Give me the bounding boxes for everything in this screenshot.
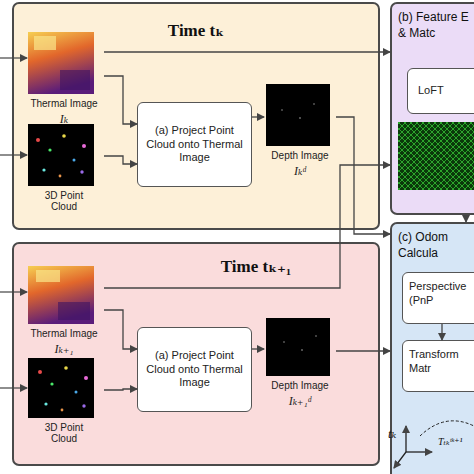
panel-title: Time tₖ₊₁ [134, 256, 378, 277]
panel-title: (b) Feature E & Matc [398, 10, 474, 41]
image-node: 3D Point Cloud [24, 124, 104, 224]
process-box: LoFT [407, 68, 474, 114]
image-symbol: Iₖ₊₁ [24, 342, 104, 357]
image-node: Thermal ImageIₖ₊₁ [24, 266, 104, 364]
box-text: Transform Matr [409, 347, 473, 376]
box-text: LoFT [418, 83, 474, 97]
panel-title: (c) Odom Calcula [398, 230, 474, 261]
stage-panel: (b) Feature E & MatcLoFT [390, 2, 474, 215]
stage-panel: Time tₖ₊₁ Thermal ImageIₖ₊₁ 3D Point Cloud… [12, 242, 380, 466]
image-node: Depth ImageIₖᵈ [264, 84, 336, 184]
image-caption: 3D Point Cloud [34, 422, 94, 444]
image-caption: 3D Point Cloud [34, 190, 94, 212]
flow-arrow [465, 215, 466, 222]
panel-title: Time tₖ [14, 20, 378, 41]
frame-label: Tₜₖᵗᵏ⁺¹ [438, 436, 462, 447]
image-caption: Depth Image [264, 380, 336, 391]
image-caption: Thermal Image [24, 98, 104, 109]
process-box: (a) Project Point Cloud onto Thermal Ima… [137, 327, 252, 412]
image-node: Thermal ImageIₖ [24, 32, 104, 130]
process-box: (a) Project Point Cloud onto Thermal Ima… [137, 102, 252, 187]
image-symbol: Iₖᵈ [264, 164, 336, 179]
frame-label: tₖ [388, 426, 396, 442]
image-caption: Depth Image [264, 150, 336, 161]
image-caption: Thermal Image [24, 328, 104, 339]
box-text: (a) Project Point Cloud onto Thermal Ima… [144, 124, 245, 165]
image-node: Depth ImageIₖ₊₁ᵈ [264, 318, 336, 418]
image-node: 3D Point Cloud [24, 358, 104, 462]
process-box: Transform Matr [402, 340, 474, 392]
image-symbol: Iₖ₊₁ᵈ [264, 394, 336, 409]
stage-panel: Time tₖThermal ImageIₖ3D Point Cloud(a) … [12, 2, 380, 230]
box-text: Perspective (PnP [409, 279, 473, 308]
process-box: Perspective (PnP [402, 272, 474, 324]
image-symbol: Iₖ [24, 112, 104, 127]
box-text: (a) Project Point Cloud onto Thermal Ima… [144, 349, 245, 390]
